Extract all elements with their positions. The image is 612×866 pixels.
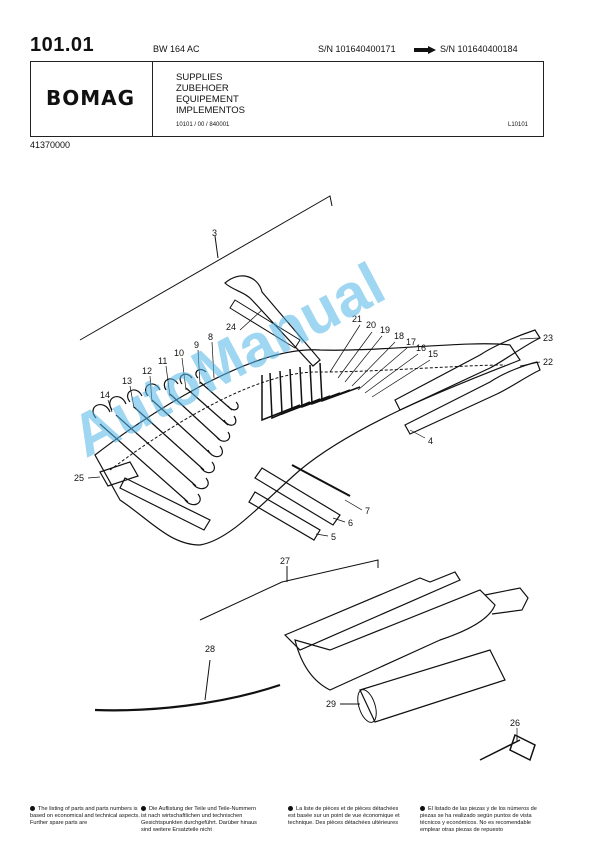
callout-6: 6 (348, 518, 353, 528)
drawing-ref: L10101 (508, 122, 529, 128)
bullet-icon (30, 806, 35, 812)
t-key-26 (479, 733, 536, 762)
callout-3: 3 (212, 228, 217, 238)
callout-17: 17 (406, 337, 416, 347)
callout-13: 13 (122, 376, 132, 386)
callout-14: 14 (100, 390, 110, 400)
brand-logo: BOMAG (46, 86, 136, 110)
grease-gun-27 (283, 571, 461, 651)
title-fr: EQUIPEMENT (176, 94, 239, 105)
bullet-icon (141, 806, 146, 812)
callout-19: 19 (380, 325, 390, 335)
callout-15: 15 (428, 349, 438, 359)
note-spanish: El listado de las piezas y de los número… (420, 806, 537, 833)
callout-26: 26 (510, 718, 520, 728)
pliers-24 (224, 275, 321, 367)
cartridge-29 (359, 649, 506, 723)
screwdriver-23 (394, 329, 541, 411)
note-german: Die Auflistung der Teile und Teile-Numme… (141, 806, 257, 833)
callout-12: 12 (142, 366, 152, 376)
serial-to: S/N 101640400184 (440, 44, 518, 54)
callout-24: 24 (226, 322, 236, 332)
bracket-27 (199, 559, 379, 621)
note-english: The listing of parts and parts numbers i… (30, 806, 140, 826)
screwdriver-22 (404, 361, 541, 435)
hammer-25 (99, 461, 211, 531)
callout-29: 29 (326, 699, 336, 709)
callout-25: 25 (74, 473, 84, 483)
callout-21: 21 (352, 314, 362, 324)
title-es: IMPLEMENTOS (176, 105, 245, 116)
hose-28 (94, 683, 281, 712)
bullet-icon (288, 806, 293, 812)
callout-5: 5 (331, 532, 336, 542)
callout-7: 7 (365, 506, 370, 516)
bullet-icon (420, 806, 425, 812)
title-en: SUPPLIES (176, 72, 223, 83)
document-number: 41370000 (30, 140, 71, 150)
bracket-3 (79, 195, 333, 341)
callout-28: 28 (205, 644, 215, 654)
box-spanner-5 (248, 491, 321, 541)
callout-10: 10 (174, 348, 184, 358)
callout-16: 16 (416, 343, 426, 353)
arrow-right-icon (414, 46, 436, 54)
box-spanner-6 (254, 467, 341, 526)
callout-11: 11 (158, 356, 167, 366)
allen-keys (261, 362, 361, 422)
header-divider (152, 61, 153, 137)
header-box (30, 61, 544, 137)
callout-22: 22 (543, 357, 553, 367)
tool-roll (94, 343, 521, 546)
drawing-code: 10101 / 00 / 840001 (176, 122, 230, 128)
note-french: La liste de pièces et de pièces détachée… (288, 806, 400, 826)
callout-20: 20 (366, 320, 376, 330)
title-de: ZUBEHOER (176, 83, 229, 94)
page-number: 101.01 (30, 34, 95, 56)
model-name: BW 164 AC (153, 44, 200, 54)
tommy-bar-7 (291, 464, 351, 497)
callout-23: 23 (543, 333, 553, 343)
callout-27: 27 (280, 556, 290, 566)
serial-from: S/N 101640400171 (318, 44, 396, 54)
wrenches (92, 368, 239, 506)
callout-8: 8 (208, 332, 213, 342)
callout-4: 4 (428, 436, 433, 446)
callout-18: 18 (394, 331, 404, 341)
exploded-parts-drawing: 3 24 21 20 19 18 17 16 15 23 22 8 9 10 1… (74, 195, 553, 762)
callout-9: 9 (194, 340, 199, 350)
